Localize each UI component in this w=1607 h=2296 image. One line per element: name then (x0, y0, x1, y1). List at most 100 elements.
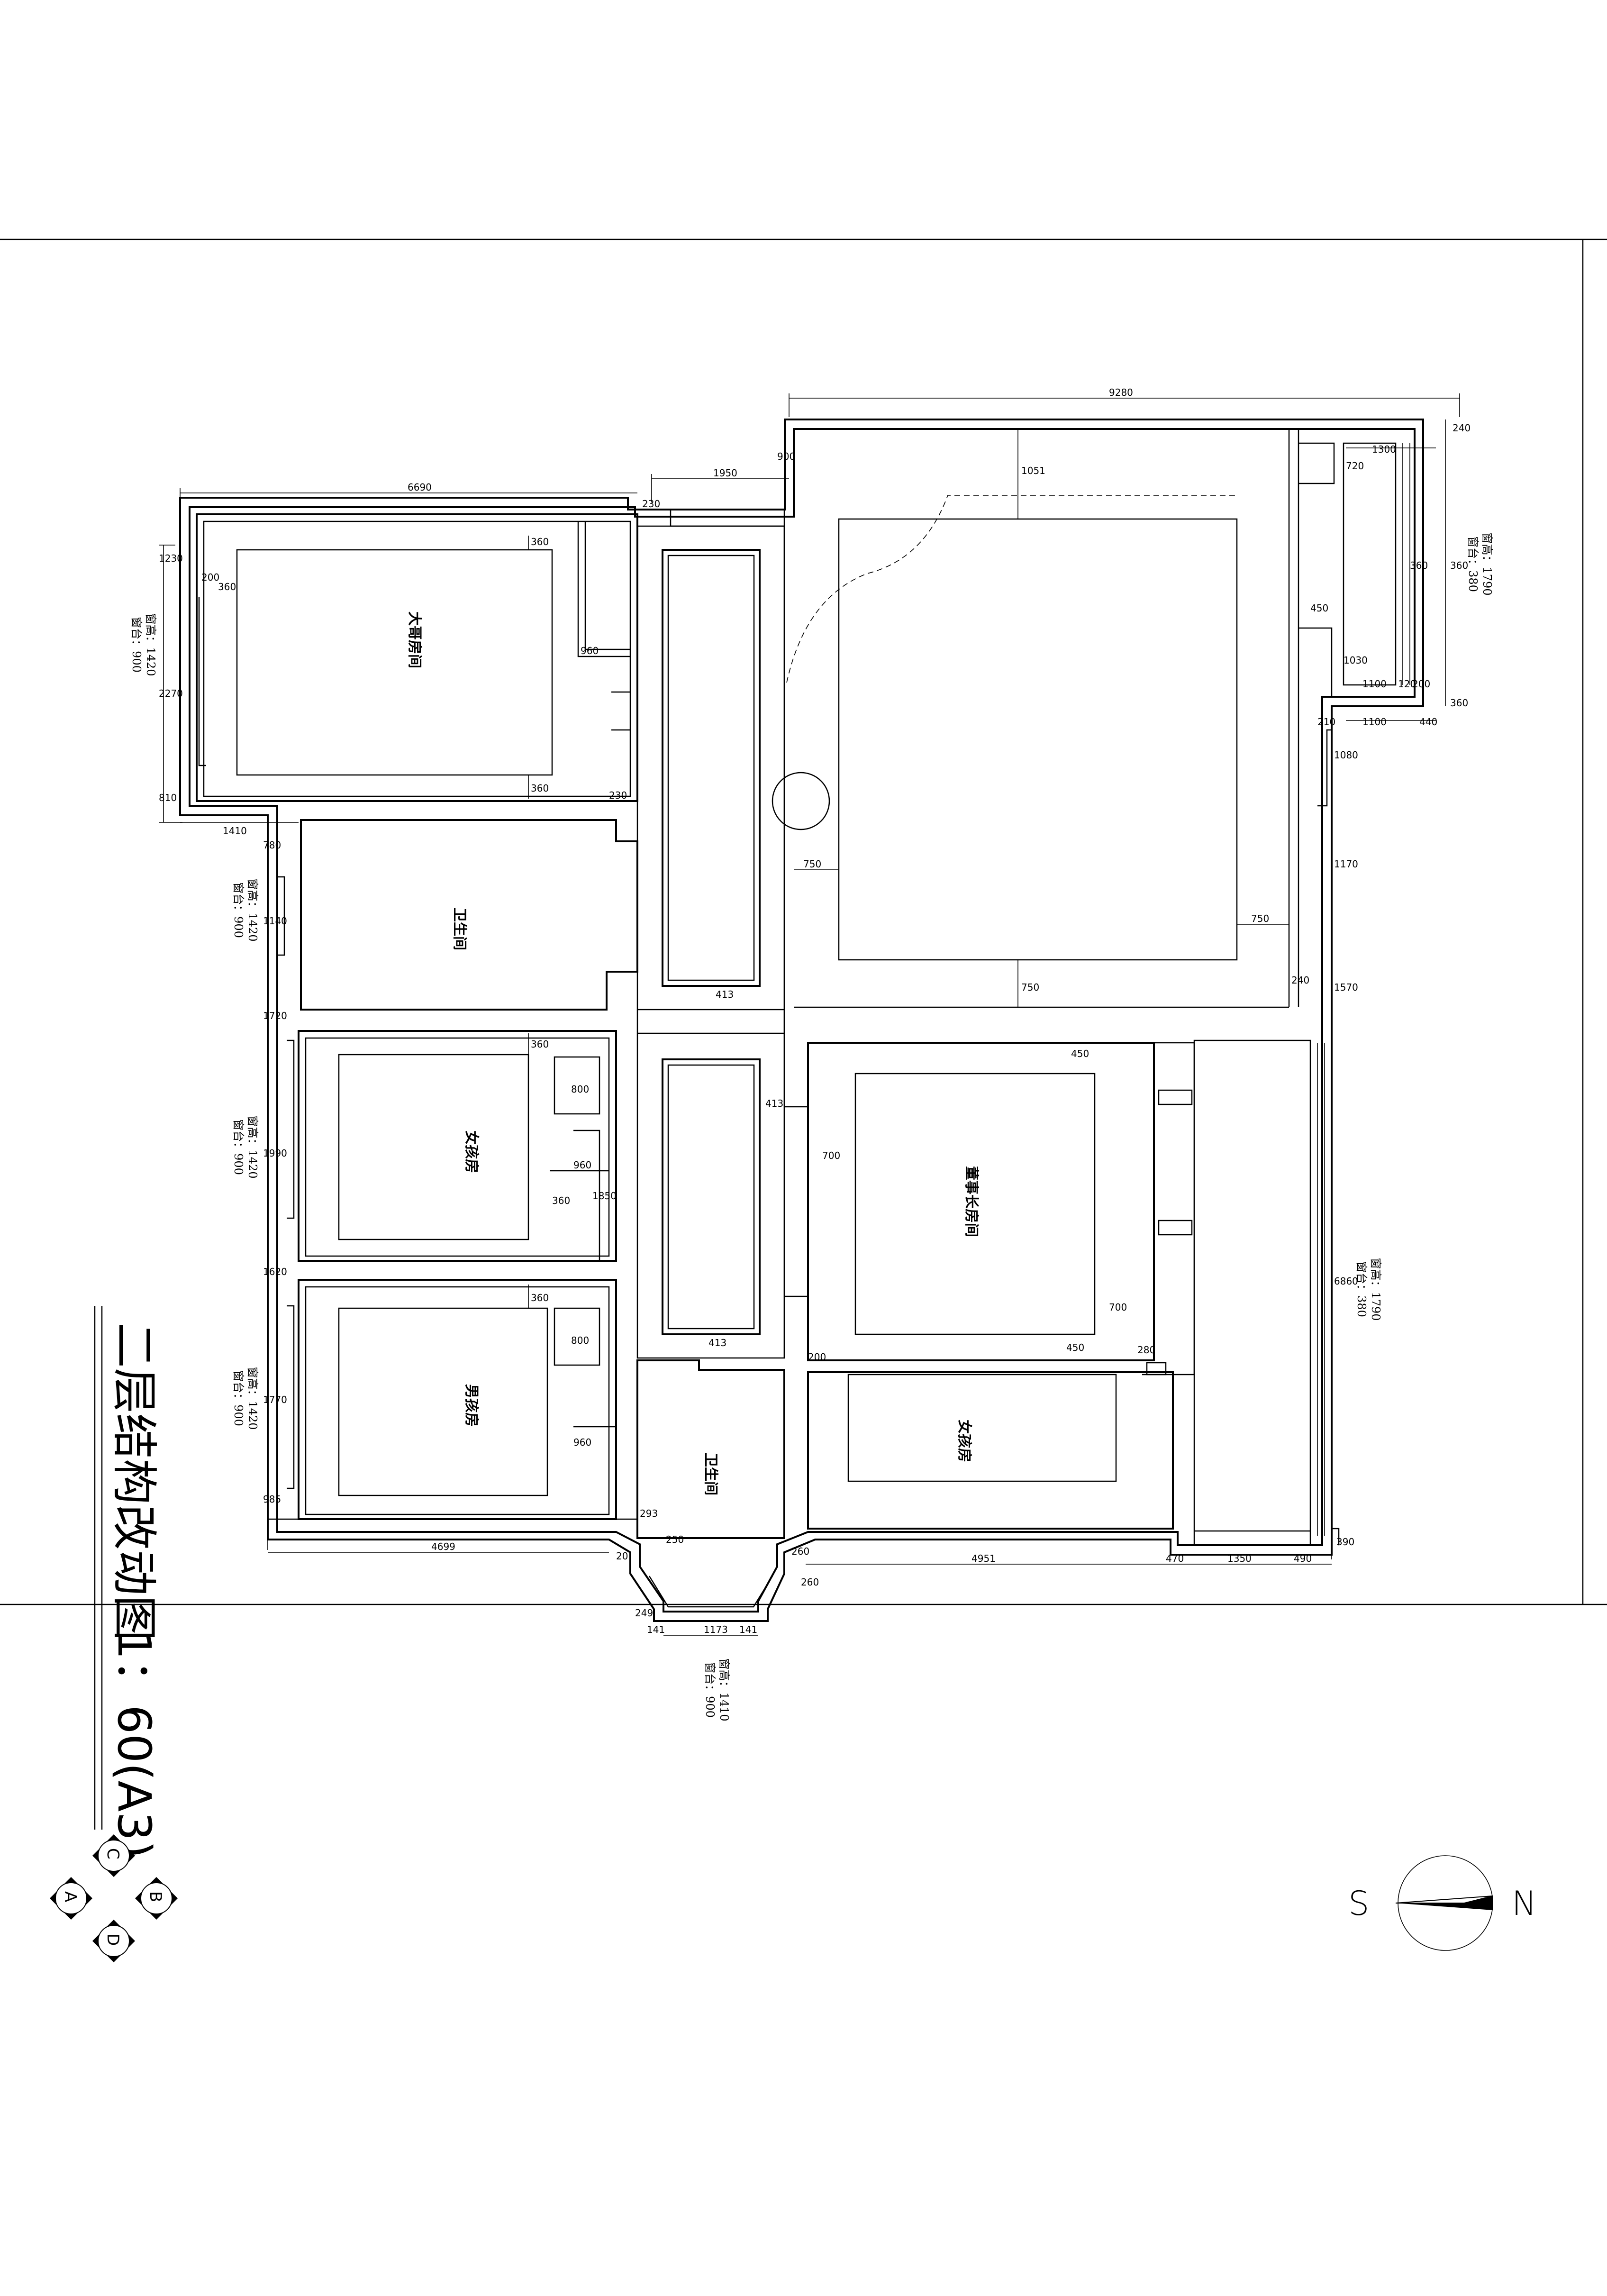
dim-200c: 200 (808, 1351, 826, 1363)
label-bath-bottom: 卫生间 (702, 1453, 719, 1495)
label-big-brother: 大哥房间 (406, 611, 423, 668)
dim-120: 120 (1398, 678, 1416, 690)
dim-360: 360 (1410, 560, 1428, 571)
dim-360d: 360 (531, 536, 549, 547)
view-marker-d: D (103, 1933, 122, 1946)
dim-1990: 1990 (263, 1148, 287, 1159)
dim-450: 450 (1310, 602, 1328, 614)
dim-230: 230 (609, 790, 627, 801)
dim-1300: 1300 (1372, 444, 1396, 455)
dim-2270: 2270 (159, 688, 183, 699)
dim-240c: 240 (1291, 975, 1309, 986)
room-labels: 大哥房间 卫生间 女孩房 男孩房 卫生间 董事长房间 女孩房 (406, 611, 980, 1495)
dim-450b: 450 (1071, 1048, 1089, 1059)
dim-230b: 230 (642, 498, 660, 510)
dim-200: 200 (1412, 678, 1430, 690)
dim-240: 240 (1453, 422, 1471, 434)
dim-750b: 750 (1251, 913, 1269, 924)
dim-260b: 260 (801, 1576, 819, 1588)
dim-800a: 800 (571, 1084, 589, 1095)
dim-413c: 413 (708, 1337, 726, 1348)
view-marker: C B A D (50, 1834, 178, 1962)
dim-360f: 360 (531, 1039, 549, 1050)
dim-960a: 960 (581, 645, 599, 656)
corridor (636, 509, 785, 1359)
dim-1770: 1770 (263, 1394, 287, 1405)
dim-360i: 360 (218, 581, 236, 592)
dim-1051: 1051 (1021, 465, 1045, 476)
room-chairman (784, 1042, 1195, 1376)
drawing-scale: 1：60(A3) (108, 1631, 161, 1859)
dim-413b: 413 (765, 1098, 783, 1109)
drawing-title: 二层结构改动图 (108, 1322, 161, 1641)
dim-450c: 450 (1066, 1342, 1084, 1353)
dim-1570: 1570 (1334, 982, 1358, 993)
note-left-1-height: 窗高：1420 (144, 613, 157, 676)
window-notes: 窗高：1420 窗台：900 窗高：1420 窗台：900 窗高：1420 窗台… (130, 532, 1494, 1721)
dim-1100b: 1100 (1362, 716, 1387, 728)
dim-1080: 1080 (1334, 749, 1358, 761)
note-right-mid-height: 窗高：1790 (1369, 1257, 1382, 1321)
dim-260a: 260 (791, 1546, 809, 1557)
dim-9280: 9280 (1109, 387, 1133, 398)
dim-360c: 360 (1450, 697, 1468, 709)
dim-6860: 6860 (1334, 1276, 1358, 1287)
dim-360g: 360 (531, 1292, 549, 1303)
room-bath-bottom (636, 1359, 785, 1608)
view-marker-b: B (146, 1891, 165, 1902)
dim-141a: 141 (647, 1624, 665, 1635)
note-bottom-sill: 窗台：900 (703, 1662, 717, 1718)
note-left-4-sill: 窗台：900 (232, 1370, 245, 1426)
note-right-top-sill: 窗台：380 (1466, 536, 1480, 592)
dim-141b: 141 (739, 1624, 757, 1635)
dim-4699: 4699 (431, 1541, 455, 1552)
dim-700b: 700 (1109, 1302, 1127, 1313)
dim-4951: 4951 (971, 1553, 996, 1564)
label-girl-upper: 女孩房 (463, 1130, 480, 1173)
note-left-3-height: 窗高：1420 (246, 1115, 259, 1178)
dim-440: 440 (1419, 716, 1437, 728)
room-girl-upper (287, 1030, 617, 1262)
dim-6690: 6690 (408, 482, 432, 493)
view-marker-c: C (103, 1848, 122, 1859)
dim-720: 720 (1346, 460, 1364, 472)
dim-750c: 750 (1021, 982, 1039, 993)
room-boy (268, 1279, 637, 1520)
dim-20: 20 (616, 1550, 628, 1562)
label-bath-top: 卫生间 (451, 908, 468, 950)
dim-470: 470 (1166, 1553, 1184, 1564)
compass-s: S (1348, 1884, 1369, 1923)
dim-1140: 1140 (263, 915, 287, 927)
dim-280: 280 (1137, 1344, 1155, 1356)
dim-1350: 1350 (1227, 1553, 1252, 1564)
dim-750a: 750 (803, 858, 821, 870)
dim-413a: 413 (716, 989, 734, 1000)
dim-1620: 1620 (263, 1266, 287, 1277)
note-bottom-height: 窗高：1410 (717, 1658, 731, 1721)
note-left-2-height: 窗高：1420 (246, 878, 259, 941)
dim-1410: 1410 (223, 825, 247, 837)
dim-360h: 360 (552, 1195, 570, 1206)
dim-200b: 200 (201, 572, 219, 583)
compass-n: N (1512, 1884, 1536, 1923)
dim-390: 390 (1336, 1536, 1354, 1548)
dim-1950: 1950 (713, 467, 737, 479)
room-bath-top (277, 819, 638, 1011)
wardrobe-right (1193, 1039, 1340, 1546)
dim-1173: 1173 (704, 1624, 728, 1635)
dim-1170: 1170 (1334, 858, 1358, 870)
dim-1230: 1230 (159, 553, 183, 564)
label-boy: 男孩房 (463, 1384, 480, 1427)
note-left-2-sill: 窗台：900 (232, 882, 245, 938)
note-left-1-sill: 窗台：900 (130, 617, 143, 673)
dim-1030: 1030 (1344, 655, 1368, 666)
dim-1720: 1720 (263, 1010, 287, 1021)
label-girl-right: 女孩房 (956, 1420, 972, 1462)
dimension-labels: 9280 6690 1950 900 240 1300 720 360 360 … (159, 387, 1471, 1635)
dim-250: 250 (666, 1534, 684, 1545)
dim-985: 985 (263, 1494, 281, 1505)
dim-293: 293 (640, 1508, 658, 1519)
dim-1850: 1850 (592, 1190, 617, 1202)
dim-960c: 960 (573, 1437, 591, 1448)
